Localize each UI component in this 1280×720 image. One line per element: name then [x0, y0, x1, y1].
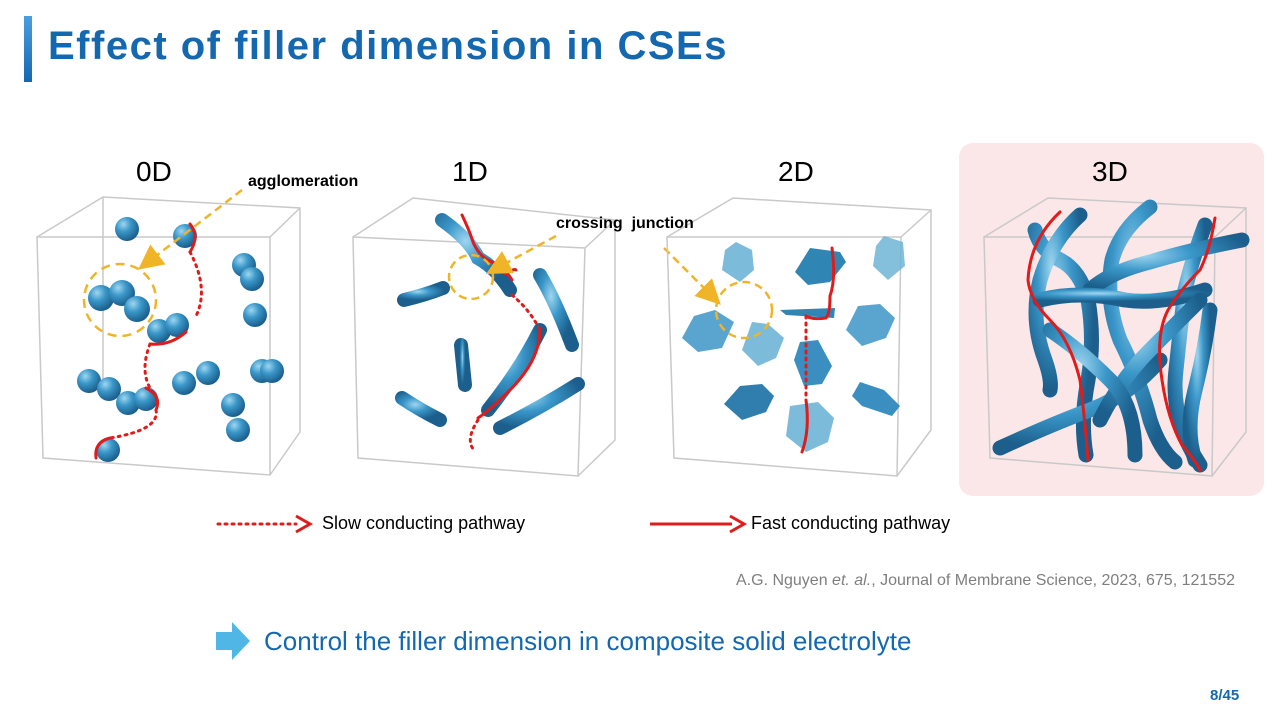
panel-3d-figure — [983, 197, 1250, 477]
panel-label-0d: 0D — [136, 156, 172, 187]
legend-fast-symbol — [650, 514, 748, 534]
citation-etal: et. al. — [832, 572, 872, 589]
arrow-right-icon — [216, 622, 250, 660]
citation-authors: A.G. Nguyen — [736, 572, 833, 589]
panel-2d-pathways — [800, 246, 836, 454]
panel-2d-figure — [666, 197, 932, 477]
panel-2d-sheets — [682, 236, 905, 452]
page-number: 8/45 — [1210, 687, 1240, 704]
panel-2d-box — [666, 197, 932, 477]
agglomeration-marker — [82, 189, 243, 338]
panel-3d-pathways — [1026, 210, 1217, 472]
panel-label-1d: 1D — [452, 156, 488, 187]
panel-label-3d: 3D — [1092, 156, 1128, 187]
panel-label-2d: 2D — [778, 156, 814, 187]
panel-0d-particles — [77, 217, 284, 462]
legend-slow-label: Slow conducting pathway — [322, 513, 526, 533]
crossing-junction-label: crossing junction — [556, 215, 694, 232]
panel-1d-box — [352, 197, 616, 477]
citation-journal: , Journal of Membrane Science, 2023, 675… — [871, 572, 1235, 589]
legend-fast-label: Fast conducting pathway — [751, 513, 951, 533]
legend-slow-symbol — [216, 514, 314, 534]
title-accent-bar — [24, 16, 32, 82]
panel-1d-rods — [395, 213, 585, 435]
panel-0d-figure — [36, 189, 301, 476]
crossing-junction-marker — [447, 234, 721, 305]
panel-2d-junction-marker — [714, 280, 774, 340]
panel-1d-figure — [352, 197, 721, 477]
slide-title: Effect of filler dimension in CSEs — [48, 24, 728, 68]
citation: A.G. Nguyen et. al., Journal of Membrane… — [736, 572, 1235, 590]
panel-0d-pathways — [94, 222, 203, 460]
agglomeration-label: agglomeration — [248, 173, 359, 190]
conclusion-text: Control the filler dimension in composit… — [264, 626, 912, 656]
panel-3d-box — [983, 197, 1247, 477]
